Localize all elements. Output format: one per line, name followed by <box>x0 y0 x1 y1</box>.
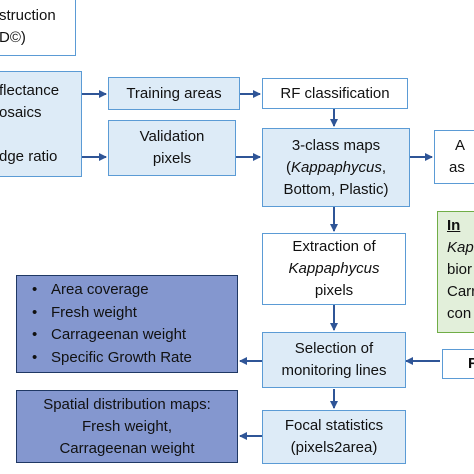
metrics-box: Area coverage Fresh weight Carrageenan w… <box>16 275 238 373</box>
rf-classification-box: RF classification <box>262 78 408 109</box>
kappaphycus-italic: Kappaphycus <box>290 158 382 176</box>
partial-right-box: F <box>442 349 474 379</box>
insitu-box: In Kap bior Carr con <box>437 211 474 333</box>
construction-line-2: D©) <box>0 29 26 46</box>
insitu-line-1: bior <box>447 261 473 278</box>
training-areas-box: Training areas <box>108 77 240 110</box>
class-maps-line-1: 3-class maps <box>291 136 381 154</box>
spatial-maps-box: Spatial distribution maps: Fresh weight,… <box>16 390 238 463</box>
insitu-line-3: con <box>447 305 472 322</box>
accuracy-box: A as <box>434 130 474 184</box>
metric-item: Fresh weight <box>17 302 237 325</box>
accuracy-line-1: A <box>455 137 466 154</box>
spatial-line-3: Carrageenan weight <box>59 439 195 457</box>
insitu-title: In <box>447 217 461 234</box>
metric-item: Area coverage <box>17 279 237 302</box>
focal-line-1: Focal statistics <box>284 417 384 434</box>
extraction-box: Extraction of Kappaphycus pixels <box>262 233 406 305</box>
validation-pixels-box: Validation pixels <box>108 120 236 176</box>
class-maps-comma: , <box>381 158 387 176</box>
class-maps-line-2: (Kappaphycus, <box>285 158 387 176</box>
focal-line-2: (pixels2area) <box>290 439 378 456</box>
spatial-line-2: Fresh weight, <box>81 417 173 435</box>
reflectance-line-2: osaics <box>0 104 42 121</box>
selection-line-2: monitoring lines <box>281 362 387 379</box>
metric-item: Carrageenan weight <box>17 324 237 347</box>
extraction-line-3: pixels <box>314 282 354 299</box>
insitu-italic: Kap <box>447 239 474 256</box>
partial-right-label: F <box>468 355 474 372</box>
class-maps-line-3: Bottom, Plastic) <box>283 180 389 198</box>
construction-box: struction D©) <box>0 0 76 56</box>
extraction-italic: Kappaphycus <box>288 260 380 277</box>
insitu-line-2: Carr <box>447 283 474 300</box>
validation-line-1: Validation <box>139 128 205 145</box>
accuracy-line-2: as <box>449 159 465 176</box>
training-areas-label: Training areas <box>126 84 222 102</box>
spatial-line-1: Spatial distribution maps: <box>43 395 211 413</box>
edge-ratio-label: dge ratio <box>0 148 58 165</box>
construction-line-1: struction <box>0 7 56 24</box>
class-maps-box: 3-class maps (Kappaphycus, Bottom, Plast… <box>262 128 410 207</box>
reflectance-box: flectance osaics dge ratio <box>0 71 82 177</box>
metric-item: Specific Growth Rate <box>17 347 237 370</box>
extraction-line-1: Extraction of <box>292 238 376 255</box>
selection-box: Selection of monitoring lines <box>262 332 406 388</box>
rf-classification-label: RF classification <box>280 84 390 102</box>
reflectance-line-1: flectance <box>0 82 60 99</box>
validation-line-2: pixels <box>152 150 192 167</box>
focal-statistics-box: Focal statistics (pixels2area) <box>262 410 406 464</box>
selection-line-1: Selection of <box>294 340 374 357</box>
metrics-list: Area coverage Fresh weight Carrageenan w… <box>17 279 237 369</box>
